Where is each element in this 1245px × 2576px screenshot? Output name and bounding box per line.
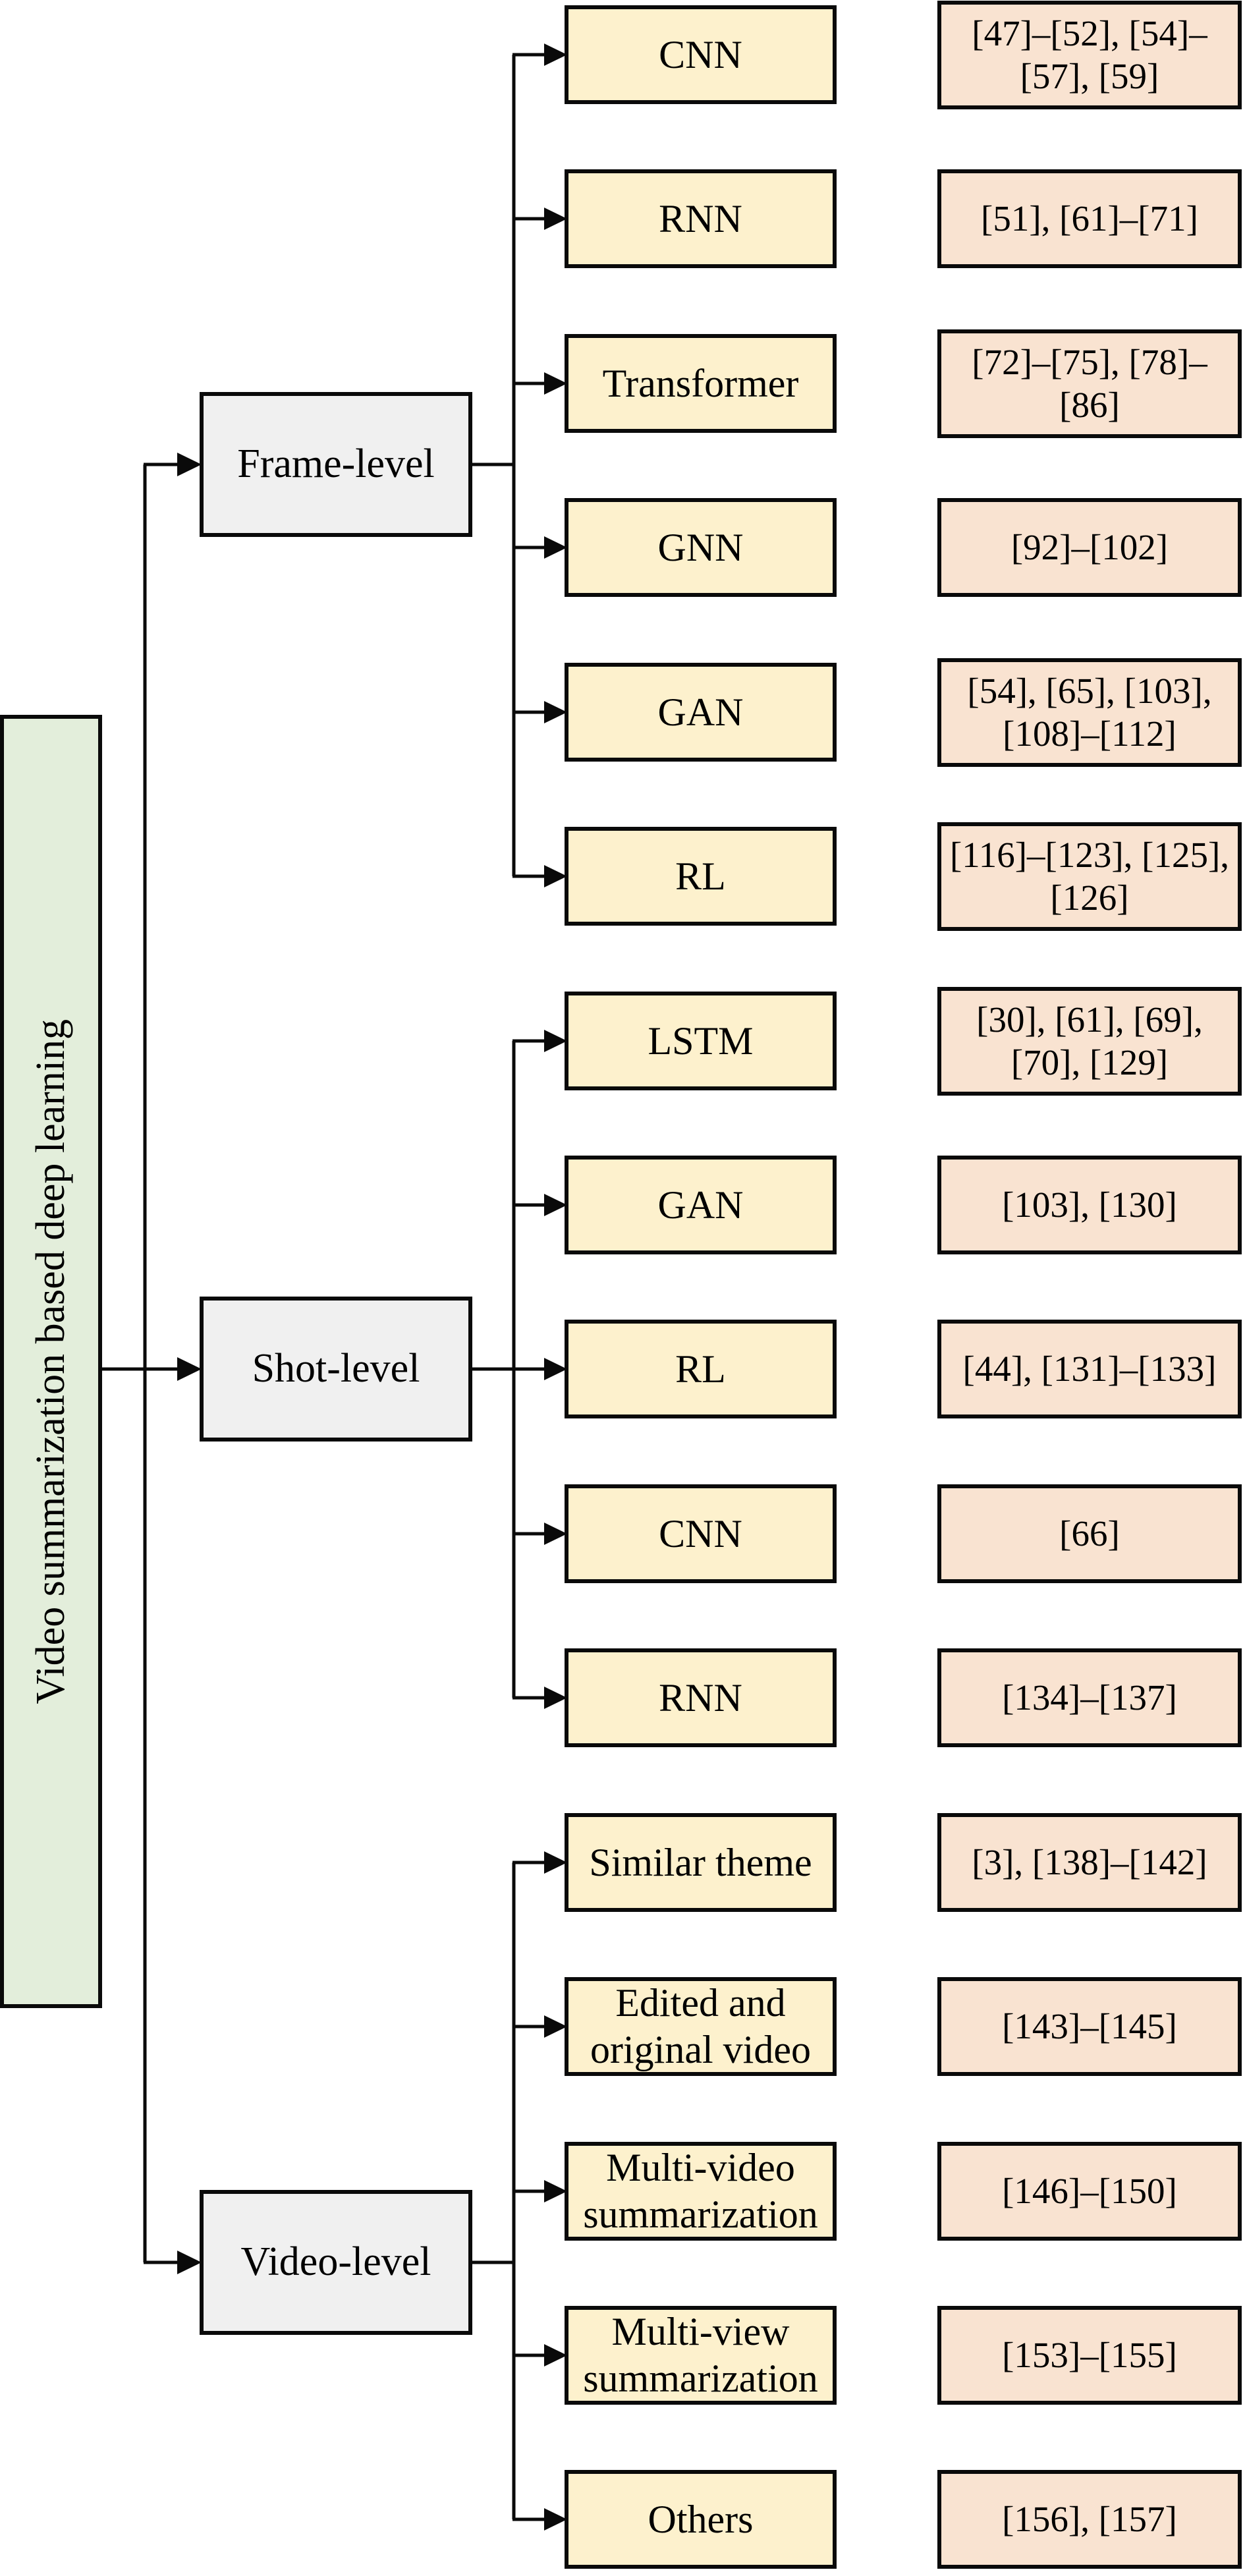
refs-node: [146]–[150] xyxy=(937,2142,1242,2241)
method-node: Multi-video summarization xyxy=(565,2142,837,2241)
method-node: RL xyxy=(565,827,837,926)
method-node: GNN xyxy=(565,498,837,597)
refs-node: [103], [130] xyxy=(937,1156,1242,1254)
level-node-label: Video-level xyxy=(240,2239,431,2285)
level-node-frame: Frame-level xyxy=(200,392,472,537)
refs-node: [51], [61]–[71] xyxy=(937,169,1242,268)
refs-node: [116]–[123], [125], [126] xyxy=(937,822,1242,931)
refs-node: [66] xyxy=(937,1484,1242,1583)
root-node: Video summarization based deep learning xyxy=(0,715,102,2008)
refs-node: [153]–[155] xyxy=(937,2306,1242,2405)
refs-node: [30], [61], [69], [70], [129] xyxy=(937,987,1242,1096)
refs-node: [54], [65], [103], [108]–[112] xyxy=(937,658,1242,767)
refs-node: [92]–[102] xyxy=(937,498,1242,597)
method-node: Others xyxy=(565,2470,837,2569)
arrowhead-icons xyxy=(177,43,567,2531)
method-node: RNN xyxy=(565,169,837,268)
refs-node: [44], [131]–[133] xyxy=(937,1320,1242,1418)
method-node: RL xyxy=(565,1320,837,1418)
level-node-label: Frame-level xyxy=(237,441,435,487)
method-node: CNN xyxy=(565,5,837,104)
method-node: GAN xyxy=(565,1156,837,1254)
method-node: Edited and original video xyxy=(565,1977,837,2076)
refs-node: [3], [138]–[142] xyxy=(937,1813,1242,1912)
refs-node: [72]–[75], [78]–[86] xyxy=(937,329,1242,438)
method-node: Multi-view summarization xyxy=(565,2306,837,2405)
method-node: GAN xyxy=(565,663,837,762)
method-node: Similar theme xyxy=(565,1813,837,1912)
root-node-label: Video summarization based deep learning xyxy=(28,1019,73,1704)
level-node-label: Shot-level xyxy=(252,1346,420,1391)
refs-node: [47]–[52], [54]–[57], [59] xyxy=(937,1,1242,109)
method-node: RNN xyxy=(565,1648,837,1747)
refs-node: [156], [157] xyxy=(937,2470,1242,2569)
level-node-video: Video-level xyxy=(200,2190,472,2335)
refs-node: [143]–[145] xyxy=(937,1977,1242,2076)
method-node: Transformer xyxy=(565,334,837,433)
method-node: CNN xyxy=(565,1484,837,1583)
level-node-shot: Shot-level xyxy=(200,1297,472,1442)
refs-node: [134]–[137] xyxy=(937,1648,1242,1747)
method-node: LSTM xyxy=(565,992,837,1090)
connector-lines xyxy=(99,53,547,2521)
